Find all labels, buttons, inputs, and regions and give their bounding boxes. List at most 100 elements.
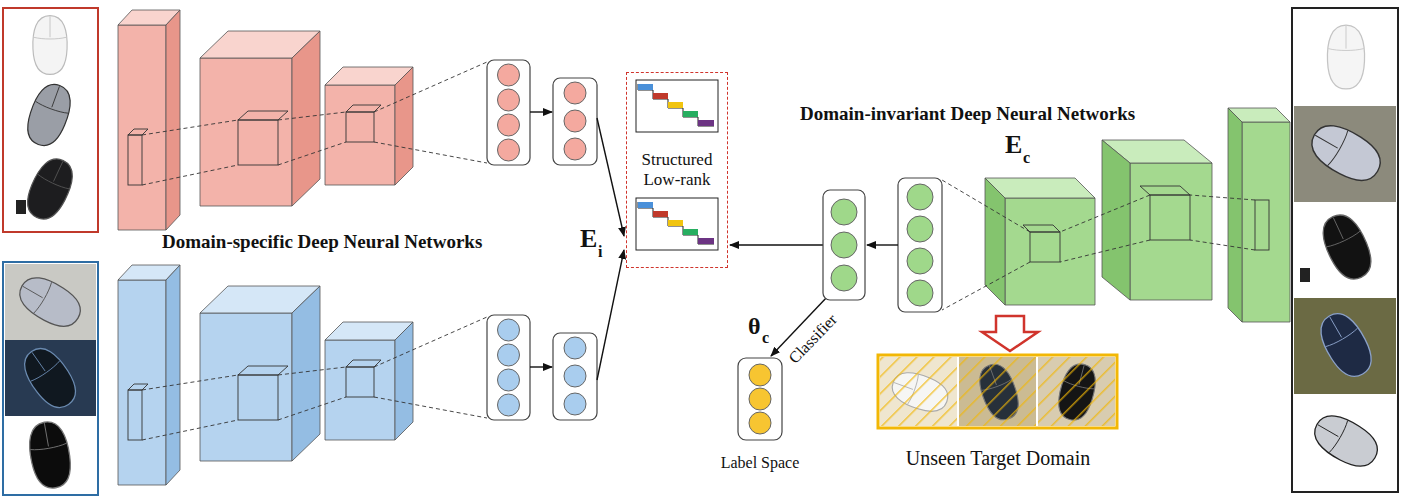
domain-invariant-network-part	[942, 262, 1030, 310]
domain-invariant-network-part	[831, 265, 857, 291]
domain-specific-network-blue-part	[374, 317, 487, 367]
domain-specific-network-blue-part	[200, 313, 292, 461]
classifier-subscript: c	[762, 330, 769, 346]
target-images-part	[1300, 268, 1310, 282]
domain-invariant-network-part	[1150, 195, 1190, 240]
domain-specific-network-red-part	[498, 114, 520, 136]
label-space-vector-part	[738, 358, 782, 440]
domain-invariant-network-part	[1140, 186, 1190, 195]
unseen-target-images	[878, 355, 1117, 428]
domain-specific-network-red-part	[238, 120, 278, 165]
domain-invariant-network-part	[907, 280, 933, 306]
domain-specific-network-red-part	[564, 82, 586, 104]
domain-specific-network-blue-part	[238, 375, 278, 420]
target-images-part	[1327, 25, 1364, 89]
node-text: Unseen Target Domain	[906, 447, 1090, 470]
source-images-red-part	[16, 200, 26, 214]
domain-invariant-network-part	[1060, 195, 1150, 232]
network-title: Domain-specific Deep Neural Networks	[162, 232, 482, 251]
label-space-vector	[738, 358, 782, 440]
source-images-blue-part	[16, 341, 84, 415]
domain-specific-network-blue-part	[292, 286, 320, 461]
feature-arrows	[597, 118, 828, 380]
source-images-blue-part	[13, 270, 88, 335]
target-images-part	[1294, 298, 1396, 394]
source-images-blue-part	[5, 264, 96, 340]
domain-invariant-network-part	[907, 248, 933, 274]
label-space-vector-part	[749, 364, 771, 386]
domain-invariant-network-part	[942, 180, 1030, 232]
low-rank-matrices-part	[668, 220, 683, 226]
domain-invariant-network-part	[1060, 240, 1150, 262]
domain-invariant-network-part	[1030, 232, 1060, 262]
label-space-node: Label Space	[690, 352, 830, 476]
low-rank-matrices-part	[653, 93, 668, 99]
node-text: Structured Low-rank	[631, 150, 723, 189]
classifier-label: Classifier	[786, 311, 840, 366]
domain-specific-network-red-part	[238, 111, 288, 120]
domain-specific-network-red-part	[498, 89, 520, 111]
domain-specific-network-red-part	[564, 110, 586, 132]
low-rank-matrices-part	[636, 80, 718, 132]
domain-invariant-network-part	[907, 184, 933, 210]
low-rank-matrices-part	[683, 229, 698, 235]
domain-specific-network-red-part	[498, 139, 520, 161]
classifier-symbol: θ	[748, 314, 761, 338]
domain-invariant-network-part	[1102, 140, 1130, 300]
domain-specific-network-red-part	[128, 135, 142, 185]
domain-specific-network-red-part	[118, 25, 166, 230]
domain-specific-network-red-part	[564, 138, 586, 160]
domain-specific-network-red-part	[278, 112, 346, 120]
encoder-symbol: E	[1005, 132, 1022, 158]
domain-specific-network-red-part	[395, 67, 413, 185]
source-images-red-part	[33, 16, 67, 75]
domain-specific-network-blue-part	[374, 397, 487, 418]
domain-specific-network-red-part	[487, 60, 530, 165]
domain-invariant-network-part	[1190, 195, 1255, 200]
domain-specific-network-blue-part	[564, 337, 586, 359]
domain-specific-network-blue-part	[564, 365, 586, 387]
low-rank-matrices-part	[698, 120, 714, 126]
domain-invariant-network-part	[1228, 108, 1242, 322]
domain-specific-network-red-part	[278, 142, 346, 165]
domain-specific-network-blue-part	[238, 366, 288, 375]
domain-specific-network-red-part	[142, 120, 238, 135]
domain-invariant-network-part	[1005, 198, 1095, 305]
domain-specific-network-blue-part	[278, 397, 346, 420]
domain-specific-network-red-part	[346, 112, 374, 142]
low-rank-matrices-part	[638, 202, 653, 208]
network-title: Domain-invariant Deep Neural Networks	[800, 104, 1135, 123]
domain-specific-network-red-part	[200, 58, 292, 206]
domain-specific-network-blue-part	[325, 340, 395, 440]
domain-specific-network-red-part	[142, 165, 238, 185]
domain-specific-network-blue-part	[142, 420, 238, 440]
encoder-subscript: i	[598, 244, 602, 260]
domain-specific-network-blue-part	[166, 265, 180, 485]
domain-specific-network-blue	[118, 265, 597, 485]
target-images	[1292, 8, 1398, 492]
target-images-part	[1315, 208, 1379, 285]
domain-invariant-network-part	[867, 244, 898, 245]
domain-invariant-network-part	[1130, 163, 1212, 300]
source-images-red-part	[21, 79, 77, 150]
node-text: Label Space	[721, 454, 800, 472]
hollow-arrow	[982, 316, 1038, 351]
domain-specific-network-blue-part	[346, 367, 374, 397]
domain-invariant-network-part	[1255, 200, 1269, 250]
domain-specific-network-red-part	[292, 31, 320, 206]
unseen-target-images-part	[1036, 357, 1038, 426]
domain-specific-network-blue-part	[498, 394, 520, 416]
target-images-part	[1307, 407, 1384, 474]
unseen-target-images-part	[957, 357, 959, 426]
label-space-vector-part	[749, 412, 771, 434]
low-rank-box: Structured Low-rank	[626, 72, 728, 268]
domain-invariant-network-part	[985, 178, 1005, 305]
label-space-vector-part	[749, 388, 771, 410]
encoder-symbol: E	[580, 226, 597, 252]
domain-invariant-network-part	[907, 216, 933, 242]
target-images-part	[1312, 306, 1379, 383]
source-images-blue-part	[25, 419, 75, 491]
domain-invariant-network-part	[1242, 122, 1290, 322]
target-images-part	[1304, 116, 1388, 189]
